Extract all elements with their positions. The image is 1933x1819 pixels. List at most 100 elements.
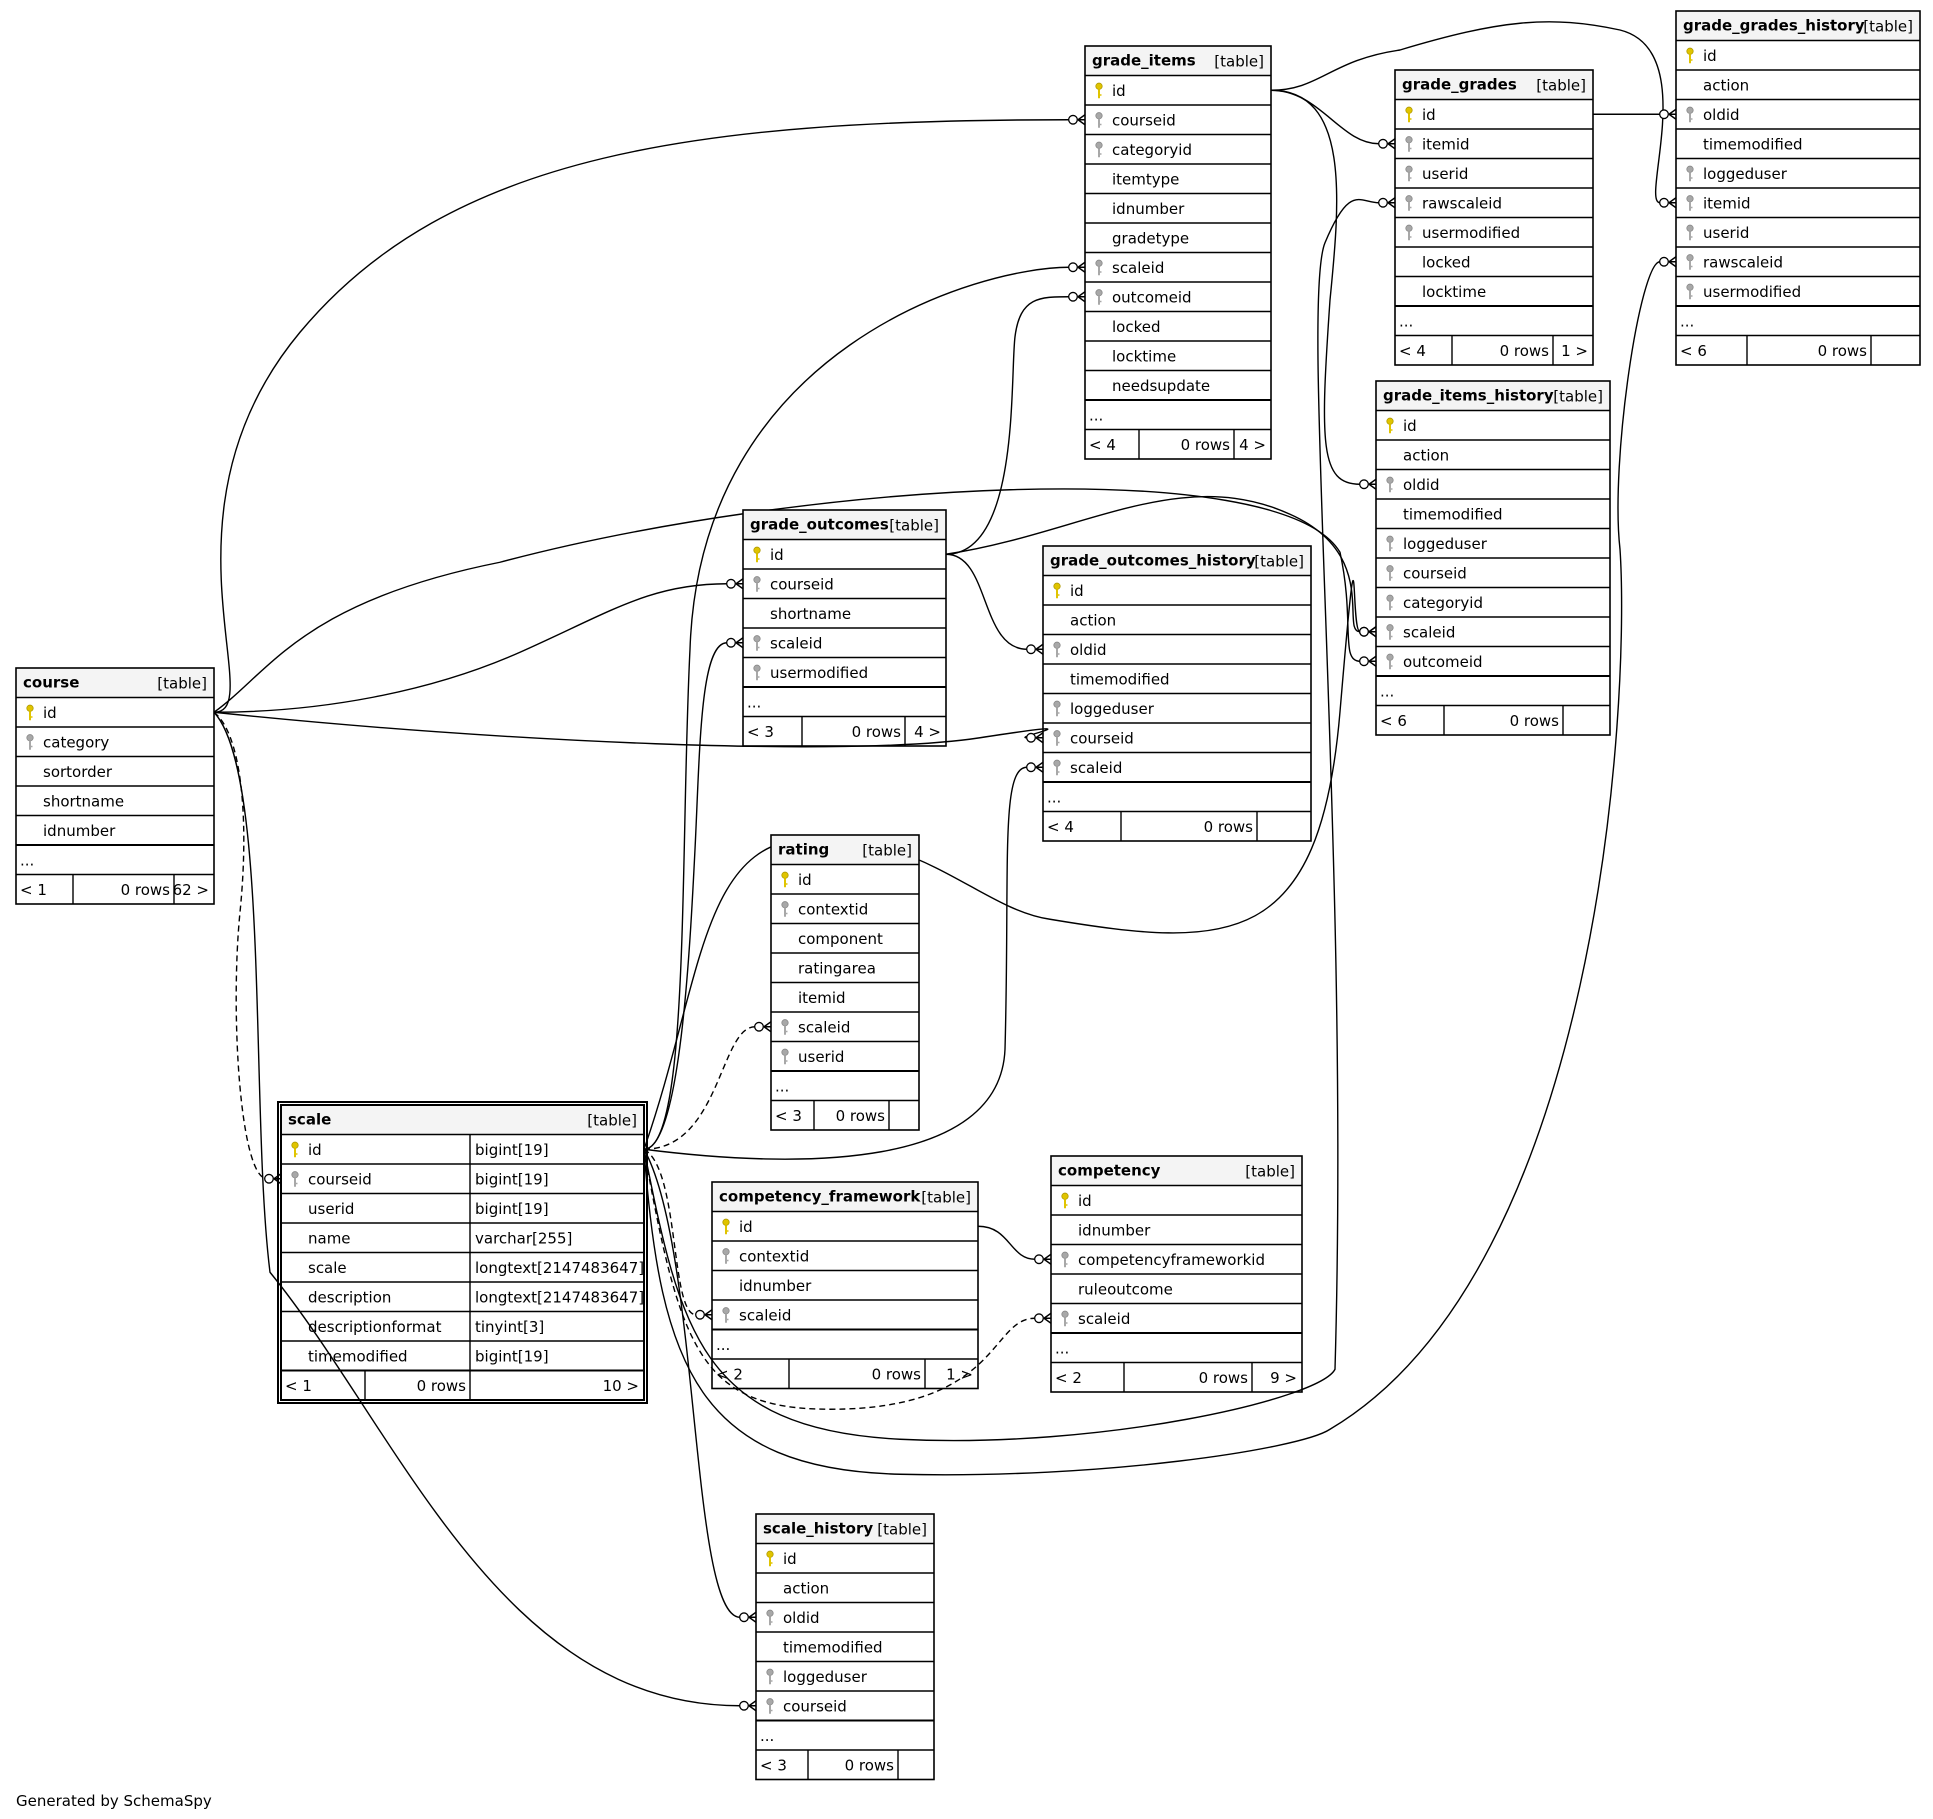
edge-course-to-scale [213,711,282,1185]
row-count: 0 rows [852,723,902,741]
zero-marker-icon [726,578,736,589]
children-count[interactable]: 1 > [1561,342,1588,360]
zero-marker-icon [739,1700,749,1711]
column-type: bigint[19] [475,1170,549,1188]
foreign-key-icon [1405,195,1413,211]
foreign-key-icon [1686,195,1694,211]
table-grade_items_history[interactable]: grade_items_history[table]idactionoldidt… [1375,380,1611,736]
parents-count[interactable]: < 6 [1680,342,1707,360]
column-ratingarea: ratingarea [798,959,876,977]
column-category: category [43,733,109,751]
parents-count[interactable]: < 4 [1047,818,1074,836]
column-action: action [783,1579,829,1597]
parents-count[interactable]: < 2 [1055,1369,1082,1387]
column-contextid: contextid [739,1247,809,1265]
parents-count[interactable]: < 4 [1089,436,1116,454]
column-itemid: itemid [1703,194,1751,212]
crows-foot-icon [704,1309,713,1321]
column-description: description [308,1288,391,1306]
zero-marker-icon [1026,762,1036,773]
parents-count[interactable]: < 1 [20,881,47,899]
primary-key-icon [1095,82,1103,99]
crows-foot-icon [1077,261,1086,273]
edge-scale-to-grade_items_history [643,579,1377,1150]
table-grade_grades_history[interactable]: grade_grades_history[table]idactionoldid… [1675,10,1921,366]
zero-marker-icon [695,1309,705,1320]
foreign-key-icon [781,901,789,917]
children-count[interactable]: 10 > [603,1377,639,1395]
edge-grade_items-to-grade_grades [1270,89,1396,150]
crows-foot-icon [1368,478,1377,490]
foreign-key-icon [1405,165,1413,182]
foreign-key-icon [1686,224,1694,241]
column-usermodified: usermodified [770,664,868,682]
zero-marker-icon [1659,109,1669,120]
table-grade_grades[interactable]: grade_grades[table]iditemiduseridrawscal… [1394,69,1594,366]
children-count[interactable]: 1 > [946,1365,973,1383]
table-tag: [table] [157,674,207,692]
table-title: grade_outcomes [750,515,889,533]
more-columns-ellipsis: ... [1055,1339,1069,1357]
table-scale_history[interactable]: scale_history[table]idactionoldidtimemod… [755,1513,935,1781]
edge-course-to-grade_items_history [213,488,1377,713]
table-title: scale_history [763,1519,873,1537]
column-usermodified: usermodified [1422,224,1520,242]
parents-count[interactable]: < 4 [1399,342,1426,360]
column-courseid: courseid [783,1697,847,1715]
table-tag: [table] [1214,52,1264,70]
crows-foot-icon [1043,1312,1052,1324]
table-title: grade_grades_history [1683,16,1865,34]
crows-foot-icon [748,1700,757,1712]
foreign-key-icon [753,635,761,651]
children-count[interactable]: 4 > [914,723,941,741]
row-count: 0 rows [1818,342,1868,360]
table-tag: [table] [1863,17,1913,35]
crows-foot-icon [1035,643,1044,655]
table-course[interactable]: course[table]idcategorysortordershortnam… [15,667,215,905]
parents-count[interactable]: < 2 [716,1365,743,1383]
parents-count[interactable]: < 3 [775,1107,802,1125]
children-count[interactable]: 9 > [1270,1369,1297,1387]
more-columns-ellipsis: ... [775,1077,789,1095]
row-count: 0 rows [845,1756,895,1774]
parents-count[interactable]: < 6 [1380,712,1407,730]
table-competency[interactable]: competency[table]ididnumbercompetencyfra… [1050,1155,1303,1393]
more-columns-ellipsis: ... [20,851,34,869]
column-timemodified: timemodified [783,1638,883,1656]
table-title: scale [288,1110,331,1128]
zero-marker-icon [1068,291,1078,302]
column-locktime: locktime [1112,347,1176,365]
zero-marker-icon [726,637,736,648]
foreign-key-icon [1061,1251,1069,1268]
foreign-key-icon [1386,653,1394,670]
column-usermodified: usermodified [1703,283,1801,301]
parents-count[interactable]: < 1 [285,1377,312,1395]
crows-foot-icon [735,578,744,590]
parents-count[interactable]: < 3 [760,1756,787,1774]
column-action: action [1703,76,1749,94]
table-grade_items[interactable]: grade_items[table]idcourseidcategoryidit… [1084,45,1272,460]
column-timemodified: timemodified [1703,135,1803,153]
parents-count[interactable]: < 3 [747,723,774,741]
table-grade_outcomes[interactable]: grade_outcomes[table]idcourseidshortname… [742,509,947,747]
foreign-key-icon [781,1048,789,1065]
column-scaleid: scaleid [1112,259,1164,277]
column-scale: scale [308,1259,347,1277]
zero-marker-icon [1034,1313,1044,1324]
row-count: 0 rows [1181,436,1231,454]
table-competency_framework[interactable]: competency_framework[table]idcontextidid… [711,1181,979,1390]
children-count[interactable]: 62 > [173,881,209,899]
more-columns-ellipsis: ... [1680,312,1694,330]
table-title: grade_outcomes_history [1050,551,1256,569]
crows-foot-icon [1668,256,1677,268]
column-type: tinyint[3] [475,1318,544,1336]
crows-foot-icon [1035,761,1044,773]
column-scaleid: scaleid [1070,759,1122,777]
children-count[interactable]: 4 > [1239,436,1266,454]
table-grade_outcomes_history[interactable]: grade_outcomes_history[table]idactionold… [1042,545,1312,842]
zero-marker-icon [1359,626,1369,637]
row-count: 0 rows [1500,342,1550,360]
table-rating[interactable]: rating[table]idcontextidcomponentratinga… [770,834,920,1131]
zero-marker-icon [754,1021,764,1032]
